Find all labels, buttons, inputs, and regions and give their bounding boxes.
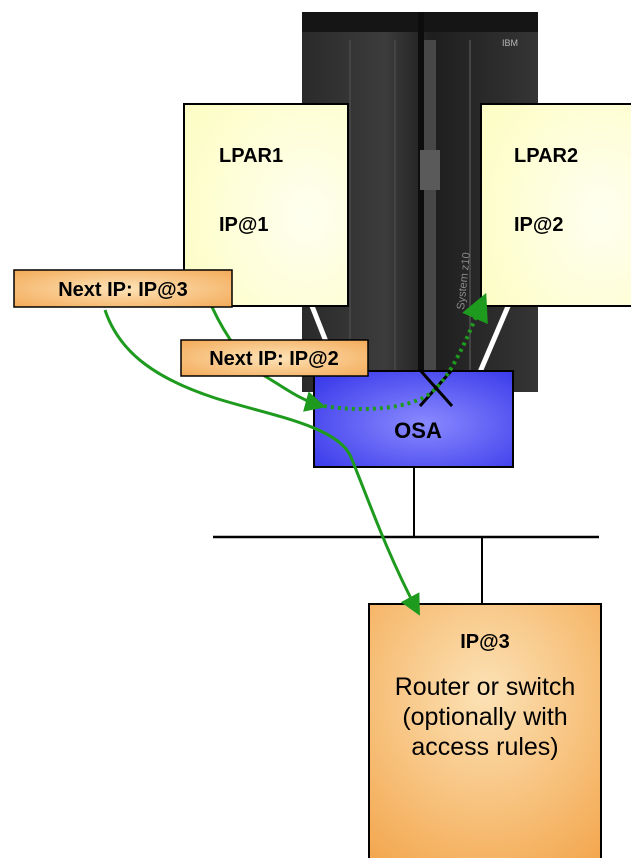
route-to-osa-arrow	[210, 306, 327, 412]
next-hop-label-2-text: Next IP: IP@2	[209, 348, 339, 370]
server-brand-label: IBM	[502, 38, 518, 48]
osa-to-lpar2-dotted-arrow	[323, 292, 488, 411]
lpar2-osa-link	[477, 303, 512, 373]
lpar2-name: LPAR2	[514, 145, 578, 167]
next-hop-label-2: Next IP: IP@2	[180, 339, 369, 377]
lpar1-name: LPAR1	[219, 145, 283, 167]
next-hop-label-1-text: Next IP: IP@3	[58, 279, 188, 301]
router-box: IP@3	[368, 603, 602, 858]
lpar2-box: LPAR2 IP@2	[480, 103, 631, 307]
lpar1-ip: IP@1	[219, 214, 269, 236]
lpar2-ip: IP@2	[514, 214, 564, 236]
router-ip: IP@3	[460, 631, 510, 653]
router-description: Router or switch (optionally with access…	[394, 673, 576, 761]
osa-adapter: OSA	[313, 369, 514, 468]
osa-label: OSA	[394, 418, 442, 443]
route-to-router-arrow	[103, 309, 420, 616]
next-hop-label-1: Next IP: IP@3	[13, 269, 233, 308]
